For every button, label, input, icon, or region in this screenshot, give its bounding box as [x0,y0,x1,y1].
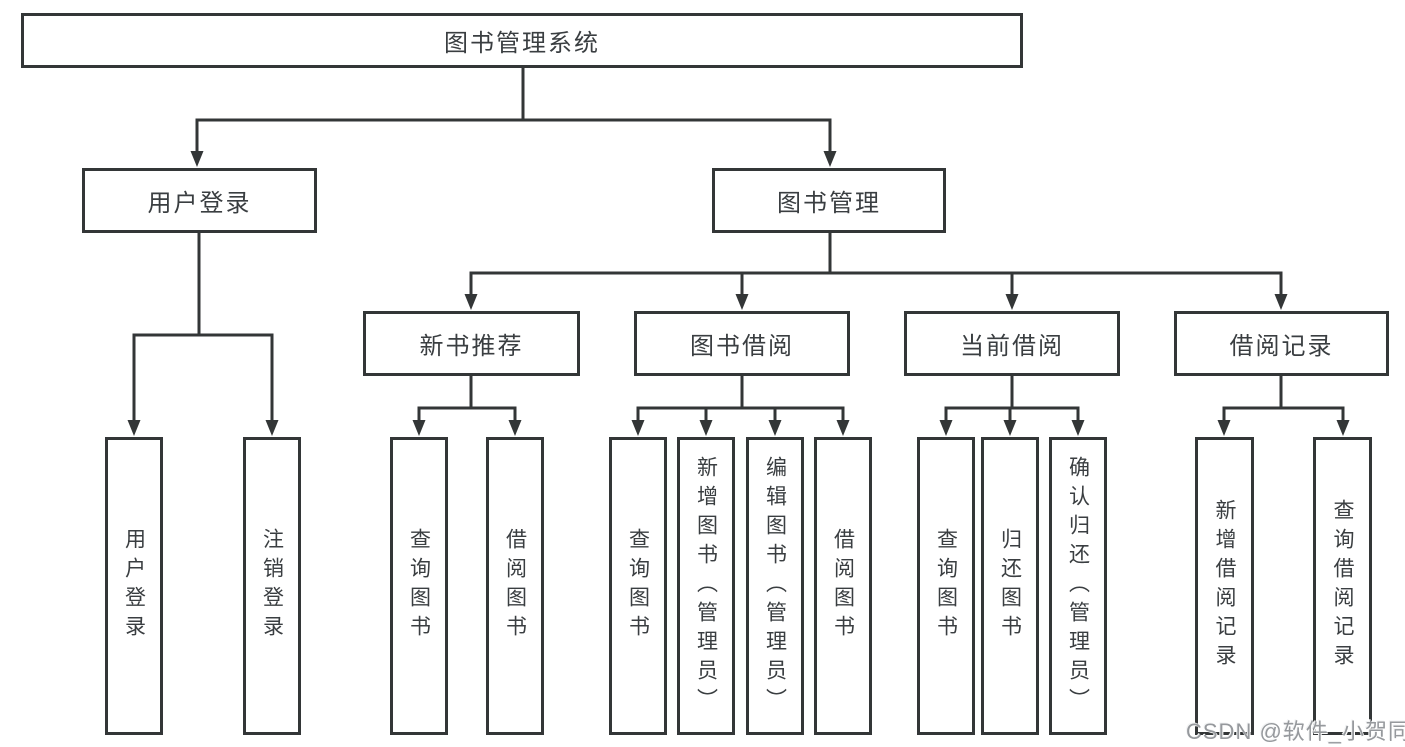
leaf-borrow-books-recommend: 借阅图书 [486,437,544,735]
node-library-management-system: 图书管理系统 [21,13,1023,68]
node-user-login: 用户登录 [82,168,317,233]
leaf-edit-book-admin: 编辑图书（管理员） [746,437,804,735]
leaf-confirm-return-admin: 确认归还（管理员） [1049,437,1107,735]
leaf-query-books-borrowing: 查询图书 [609,437,667,735]
leaf-user-login: 用户登录 [105,437,163,735]
leaf-add-book-admin: 新增图书（管理员） [677,437,735,735]
node-book-borrowing: 图书借阅 [634,311,850,376]
leaf-query-borrow-record: 查询借阅记录 [1313,437,1372,735]
leaf-borrow-books-borrowing: 借阅图书 [814,437,872,735]
node-book-management: 图书管理 [712,168,946,233]
leaf-query-books-current: 查询图书 [917,437,975,735]
leaf-return-books: 归还图书 [981,437,1039,735]
leaf-add-borrow-record: 新增借阅记录 [1195,437,1254,735]
node-new-book-recommendation: 新书推荐 [363,311,580,376]
leaf-logout: 注销登录 [243,437,301,735]
csdn-watermark: CSDN @软件_小贺同学 [1186,719,1405,744]
node-current-borrowing: 当前借阅 [904,311,1120,376]
node-borrowing-records: 借阅记录 [1174,311,1389,376]
leaf-query-books-recommend: 查询图书 [390,437,448,735]
